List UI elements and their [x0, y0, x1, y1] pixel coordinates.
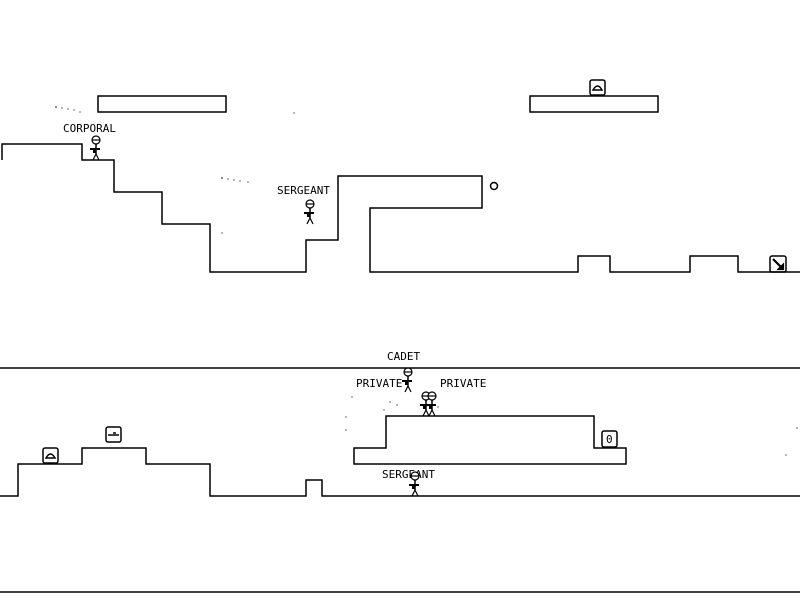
soldier-rank-label: PRIVATE: [356, 377, 402, 390]
terrain-upper: [1, 143, 800, 273]
helmet-icon: [44, 453, 57, 459]
helmet-icon: [591, 85, 604, 91]
floating-platform: [529, 95, 659, 113]
soldier-cadet[interactable]: CADET: [387, 350, 420, 393]
soldier-rank-label: CADET: [387, 350, 420, 363]
soldier-rank-label: SERGEANT: [382, 468, 435, 481]
soldier-rank-label: SERGEANT: [277, 184, 330, 197]
soldier-sergeant[interactable]: SERGEANT: [382, 468, 435, 497]
pickup-ammo[interactable]: 0: [601, 430, 618, 448]
soldier-sergeant[interactable]: SERGEANT: [277, 184, 330, 225]
pickup-helmet[interactable]: [589, 79, 606, 96]
rocket-icon: [772, 258, 785, 271]
soldier-corporal[interactable]: CORPORAL: [63, 122, 116, 161]
floating-platform: [97, 95, 227, 113]
grenade-icon: [489, 181, 499, 191]
ammo-zero-icon: 0: [606, 433, 613, 446]
soldier-private[interactable]: PRIVATE: [425, 377, 486, 417]
pickup-rifle[interactable]: [105, 426, 122, 443]
soldier-rank-label: PRIVATE: [440, 377, 486, 390]
bullet-trails: [55, 106, 798, 456]
soldier-private[interactable]: PRIVATE: [356, 377, 431, 417]
soldier-rank-label: CORPORAL: [63, 122, 116, 135]
floating-platform: [353, 415, 627, 465]
rifle-icon: [108, 432, 119, 436]
pickup-helmet[interactable]: [42, 447, 59, 464]
pickup-rocket[interactable]: [769, 255, 787, 273]
terrain-lower: [0, 447, 800, 497]
